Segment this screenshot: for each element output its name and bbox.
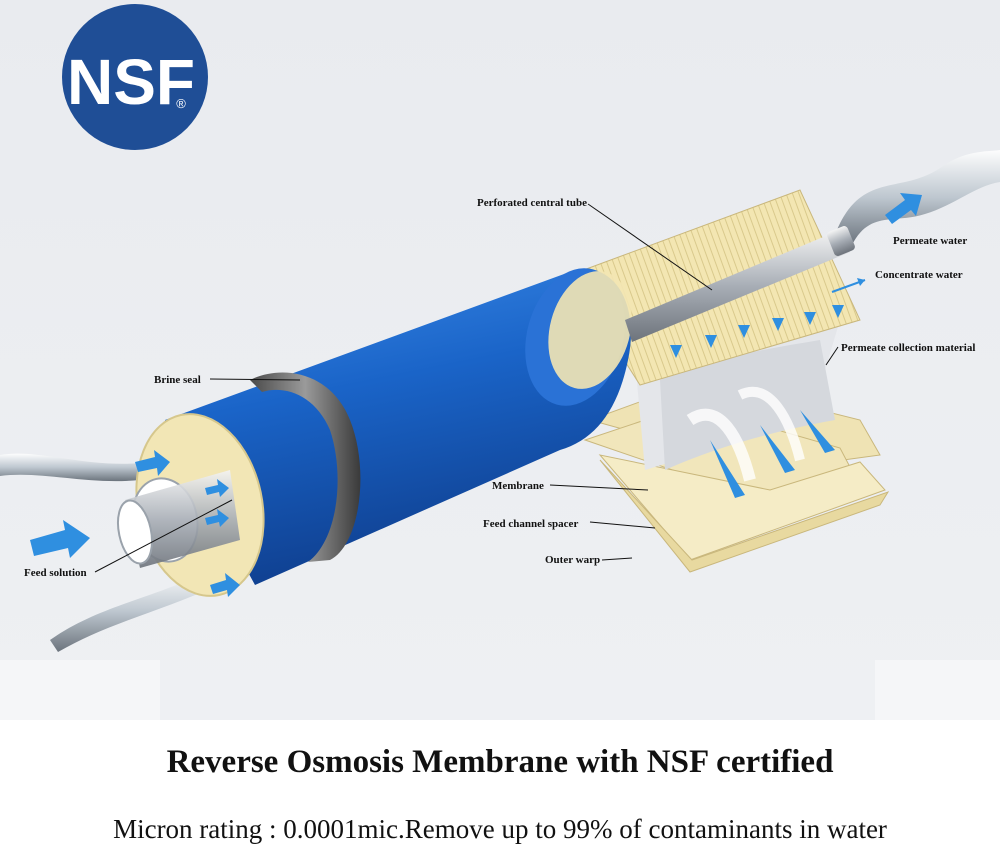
label-membrane: Membrane: [492, 480, 544, 492]
nsf-logo-text: NSF: [67, 46, 195, 118]
feed-arrow-icon: [30, 520, 90, 558]
ro-membrane-diagram: NSF ®: [0, 0, 1000, 720]
corner-shade-right: [875, 660, 1000, 720]
brine-seal-ring: [250, 372, 361, 562]
label-brine-seal: Brine seal: [154, 374, 201, 386]
label-permeate-water: Permeate water: [893, 235, 967, 247]
label-feed-solution: Feed solution: [24, 567, 87, 579]
caption-subline: Micron rating : 0.0001mic.Remove up to 9…: [113, 814, 887, 844]
label-feed-channel-spacer: Feed channel spacer: [483, 518, 578, 530]
end-cap: [116, 413, 265, 597]
membrane-cylinder: [165, 268, 632, 585]
feed-water-streams: [0, 453, 218, 652]
label-permeate-collection-material: Permeate collection material: [841, 342, 975, 354]
label-outer-warp: Outer warp: [545, 554, 600, 566]
label-perforated-central-tube: Perforated central tube: [477, 197, 587, 209]
corner-shade-left: [0, 660, 160, 720]
nsf-logo: NSF ®: [62, 4, 208, 150]
callout-leaders: [94, 203, 839, 573]
perforated-central-tube: [625, 226, 855, 342]
label-concentrate-water: Concentrate water: [875, 269, 963, 281]
permeate-arrow-icon: [885, 193, 922, 224]
flow-arrows: [30, 193, 922, 597]
registered-mark: ®: [176, 96, 186, 111]
caption-headline: Reverse Osmosis Membrane with NSF certif…: [166, 744, 834, 780]
nsf-logo-circle: [62, 4, 208, 150]
